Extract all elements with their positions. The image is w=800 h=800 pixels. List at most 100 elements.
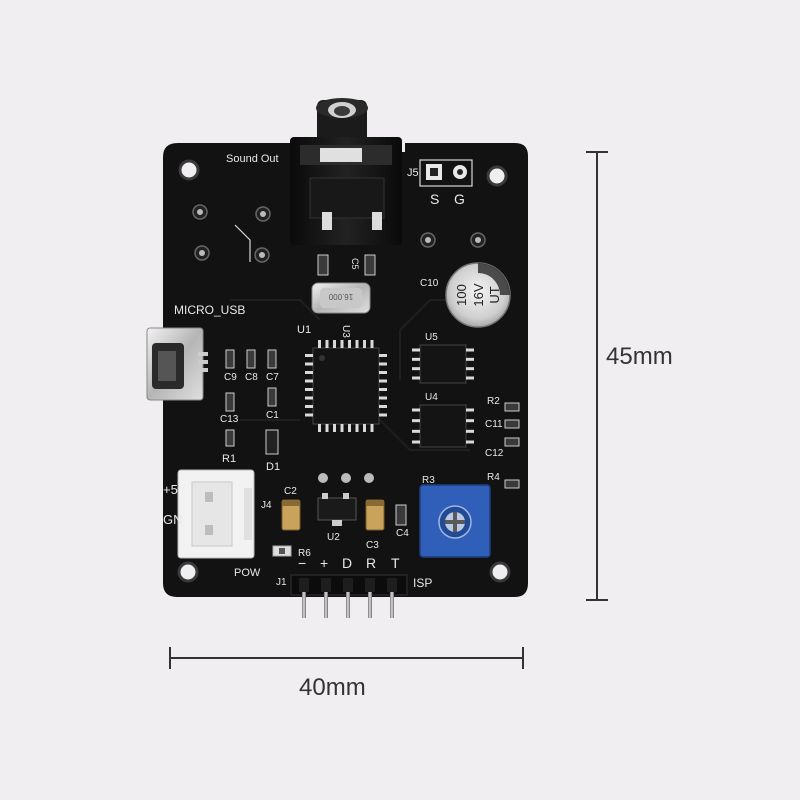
pin	[355, 340, 359, 348]
pin	[379, 371, 387, 374]
mounting-hole	[177, 561, 199, 583]
u4-chip	[412, 404, 474, 448]
mounting-hole	[486, 165, 508, 187]
silk-micro-usb: MICRO_USB	[174, 303, 245, 317]
width-dimension-label: 40mm	[299, 674, 366, 701]
tantalum-caps	[281, 499, 407, 531]
silk-c7: C7	[266, 372, 279, 383]
silk-pin-d: D	[342, 555, 352, 571]
pin	[466, 408, 474, 412]
silk-c11: C11	[485, 419, 503, 430]
silk-c12: C12	[485, 448, 504, 459]
pin	[305, 413, 313, 417]
smd-right-cluster	[504, 402, 520, 489]
pin	[379, 388, 387, 391]
pin	[363, 340, 366, 348]
cap-marking-3: UT	[487, 286, 502, 303]
silk-r6: R6	[298, 548, 311, 559]
pin	[412, 357, 420, 361]
pin	[363, 424, 366, 432]
pin	[412, 348, 420, 352]
silk-j1: J1	[276, 577, 287, 588]
pin	[340, 340, 344, 348]
silk-plus5: +5	[163, 482, 178, 497]
silk-pin-minus: −	[298, 555, 306, 571]
pin	[412, 419, 420, 423]
crystal-marking: 16.000	[328, 292, 353, 301]
pin	[348, 424, 351, 432]
pin	[333, 424, 336, 432]
silk-g: G	[454, 191, 465, 207]
pin	[387, 578, 397, 592]
mounting-hole	[178, 159, 200, 181]
pin	[305, 379, 313, 383]
pin	[318, 424, 321, 432]
silk-sound-out: Sound Out	[226, 153, 279, 165]
dimension-width	[169, 647, 524, 669]
silk-pin-t: T	[391, 555, 400, 571]
silk-c10: C10	[420, 278, 439, 289]
cap-marking-2: 16V	[471, 283, 486, 306]
pin	[466, 367, 474, 371]
pin	[466, 376, 474, 380]
pin	[466, 440, 474, 444]
micro-usb-port	[146, 327, 208, 401]
silk-j4: J4	[261, 500, 272, 511]
silk-c1: C1	[266, 410, 279, 421]
pin	[305, 396, 313, 400]
crystal: 16.000	[311, 282, 371, 314]
pin	[412, 408, 420, 412]
pin	[324, 592, 328, 618]
silk-c4: C4	[396, 528, 409, 539]
pin	[379, 396, 387, 400]
regulator-u2	[317, 473, 374, 526]
mounting-hole	[489, 561, 511, 583]
pin	[355, 424, 359, 432]
pin	[412, 367, 420, 371]
silk-s: S	[430, 191, 439, 207]
pin	[412, 429, 420, 433]
silk-j5: J5	[407, 167, 419, 179]
silk-u1: U1	[297, 324, 311, 336]
silk-c2: C2	[284, 486, 297, 497]
pin	[379, 413, 387, 417]
audio-jack	[290, 98, 402, 245]
dimension-height	[586, 151, 608, 601]
pin	[379, 405, 387, 408]
silk-pin-r: R	[366, 555, 376, 571]
silk-u2: U2	[327, 532, 340, 543]
jst-connector	[177, 469, 255, 559]
pin	[466, 357, 474, 361]
pin	[379, 362, 387, 366]
pin	[370, 340, 374, 348]
pin	[333, 340, 336, 348]
pin	[466, 419, 474, 423]
silk-c8: C8	[245, 372, 258, 383]
pin	[466, 429, 474, 433]
silk-u4: U4	[425, 392, 438, 403]
cap-marking-1: 100	[454, 284, 469, 306]
pin	[325, 424, 329, 432]
silk-pow: POW	[234, 567, 261, 579]
pin	[346, 592, 350, 618]
silk-d1: D1	[266, 461, 280, 473]
pin	[305, 362, 313, 366]
silk-pin-plus: +	[320, 555, 328, 571]
pin	[302, 592, 306, 618]
pin	[368, 592, 372, 618]
pin	[365, 578, 375, 592]
silk-c5: C5	[350, 258, 360, 270]
pin	[325, 340, 329, 348]
j5-header	[426, 164, 467, 180]
mcu-chip	[305, 340, 387, 432]
pin	[412, 440, 420, 444]
silk-c9: C9	[224, 372, 237, 383]
pin	[370, 424, 374, 432]
led-group	[192, 204, 486, 263]
silk-r2: R2	[487, 396, 500, 407]
pin	[379, 379, 387, 383]
silk-r4: R4	[487, 472, 500, 483]
height-dimension-label: 45mm	[606, 343, 673, 370]
silk-u3: U3	[340, 325, 351, 338]
